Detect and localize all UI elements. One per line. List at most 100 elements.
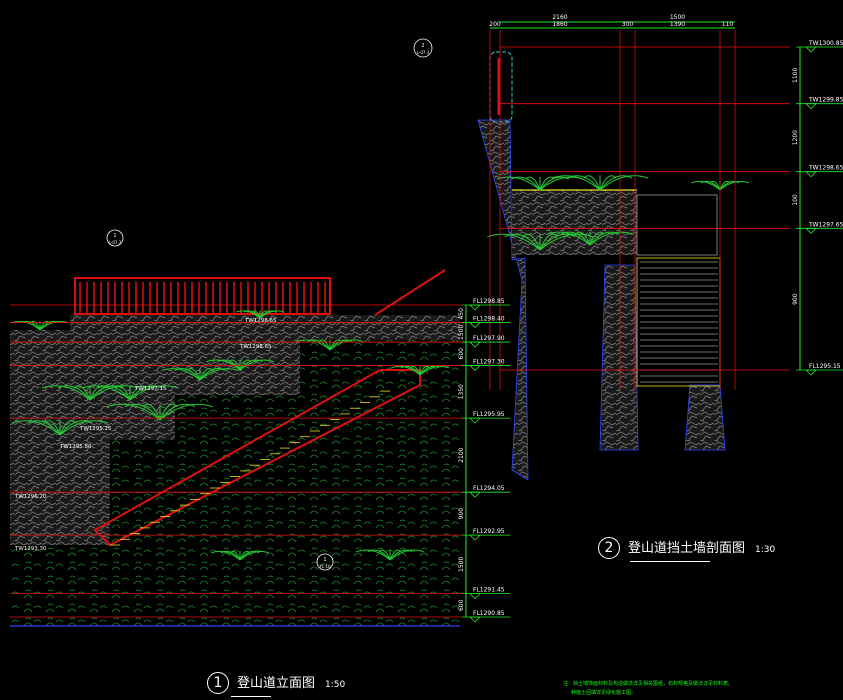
top-dimension: 2160	[552, 14, 567, 21]
top-dimension: 1500	[670, 14, 685, 21]
dimension-label: 1100	[792, 68, 799, 83]
railing-balusters	[79, 282, 326, 314]
plant-leaf	[546, 231, 591, 246]
plant-leaf	[142, 403, 161, 421]
plant-leaf	[230, 550, 241, 561]
plant-leaf	[525, 176, 541, 191]
wall-level-label: TW1297.15	[134, 386, 167, 392]
level-triangle	[469, 534, 481, 541]
plant-leaf	[329, 339, 364, 351]
plant-leaf	[107, 403, 161, 421]
level-label: FL1290.85	[473, 610, 505, 617]
plant-leaf	[206, 359, 241, 371]
plant-leaf	[43, 420, 61, 436]
level-triangle	[469, 322, 481, 329]
plant-leaf	[113, 385, 131, 401]
plant-leaf	[539, 176, 570, 191]
level-label: FL1298.40	[473, 316, 505, 323]
plant-leaf	[239, 550, 269, 561]
detail-callout-2-sheet: YL-10	[318, 564, 331, 569]
level-markers: FL1298.85FL1298.40FL1297.90FL1297.30FL12…	[10, 298, 510, 623]
plant-leaf	[496, 176, 541, 191]
level-label: TW1300.85	[808, 40, 843, 47]
plant-leaf	[27, 420, 61, 436]
stair-steps	[110, 390, 390, 546]
dimension-label: 900	[458, 508, 465, 520]
wall-level-label: TW1293.30	[14, 546, 47, 552]
plant-leaf	[410, 365, 421, 376]
wall-level-label: TW1295.80	[59, 444, 92, 450]
wall-footing-right	[684, 384, 726, 451]
level-label: TW1298.65	[808, 165, 843, 172]
plant-leaf	[129, 385, 179, 401]
plant-leaf	[389, 549, 413, 561]
plant-leaf	[560, 231, 591, 246]
plant-leaf	[719, 180, 740, 191]
level-triangle	[805, 46, 817, 53]
dimension-label: 1350	[458, 384, 465, 399]
plant-leaf	[599, 175, 649, 191]
retaining-wall-upper	[10, 315, 460, 455]
plant-leaf	[239, 359, 274, 371]
level-label: FL1297.90	[473, 335, 505, 342]
dimension-label: 1500	[458, 324, 465, 339]
drawing-1-name: 登山道立面图	[237, 676, 316, 691]
level-triangle	[805, 103, 817, 110]
elevation-drawing: 1 L-07.3 1 YL-10 TW1298.65TW1298.65TW129…	[10, 229, 460, 630]
retaining-wall-section-left	[477, 119, 529, 481]
level-label: TW1297.65	[808, 221, 843, 228]
level-label: FL1295.95	[473, 411, 505, 418]
dimension-label: 600	[458, 599, 465, 611]
level-label: FL1294.05	[473, 485, 505, 492]
stair-railing	[93, 369, 421, 547]
plant-leaf	[59, 420, 93, 436]
note-line-2: 种植土回填详见绿化施工图。	[571, 690, 637, 696]
railing-top	[74, 277, 331, 315]
level-triangle	[469, 304, 481, 311]
plant-leaf	[539, 233, 576, 251]
dimension-label: 450	[458, 308, 465, 320]
dimension-label: 2100	[458, 447, 465, 462]
railing-detail	[489, 51, 513, 123]
level-triangle	[805, 171, 817, 178]
upper-stair-rail	[374, 269, 446, 316]
plant-leaf	[41, 385, 91, 401]
sub-dimension: 1860	[552, 21, 567, 28]
plant-leaf	[129, 385, 147, 401]
plant-leaf	[510, 176, 541, 191]
plant-leaf	[159, 403, 178, 421]
plant-leaf	[589, 231, 620, 246]
plant-leaf	[159, 403, 213, 421]
title-underline	[231, 696, 271, 697]
dimension-label: 1200	[792, 130, 799, 145]
plant-leaf	[211, 550, 241, 561]
plant-leaf	[307, 339, 331, 351]
plant-leaf	[174, 368, 201, 381]
level-triangle	[469, 491, 481, 498]
title-underline-2	[630, 561, 710, 562]
plant-leaf	[296, 339, 331, 351]
drawing-1-scale: 1:50	[325, 680, 346, 690]
plant-leaf	[378, 549, 391, 561]
plant-leaf	[11, 420, 61, 436]
plant-leaf	[159, 403, 196, 421]
detail-callout-sheet: L-07.3	[109, 240, 122, 245]
dimension-label: 900	[792, 293, 799, 305]
dimension-label: 100	[792, 194, 799, 206]
plant-leaf	[419, 365, 449, 376]
plant-leaf	[59, 420, 109, 436]
level-label: FL1292.95	[473, 528, 505, 535]
section-level-markers: TW1300.85TW1299.85TW1298.65TW1297.65FL12…	[500, 40, 843, 376]
plant-leaf	[235, 310, 261, 319]
plant-leaf	[59, 420, 77, 436]
plant-leaf	[57, 385, 91, 401]
section-railing	[636, 194, 718, 256]
plant-leaf	[589, 231, 634, 246]
level-label: FL1298.85	[473, 298, 505, 305]
plant-leaf	[161, 368, 201, 381]
plant-leaf	[691, 180, 721, 191]
